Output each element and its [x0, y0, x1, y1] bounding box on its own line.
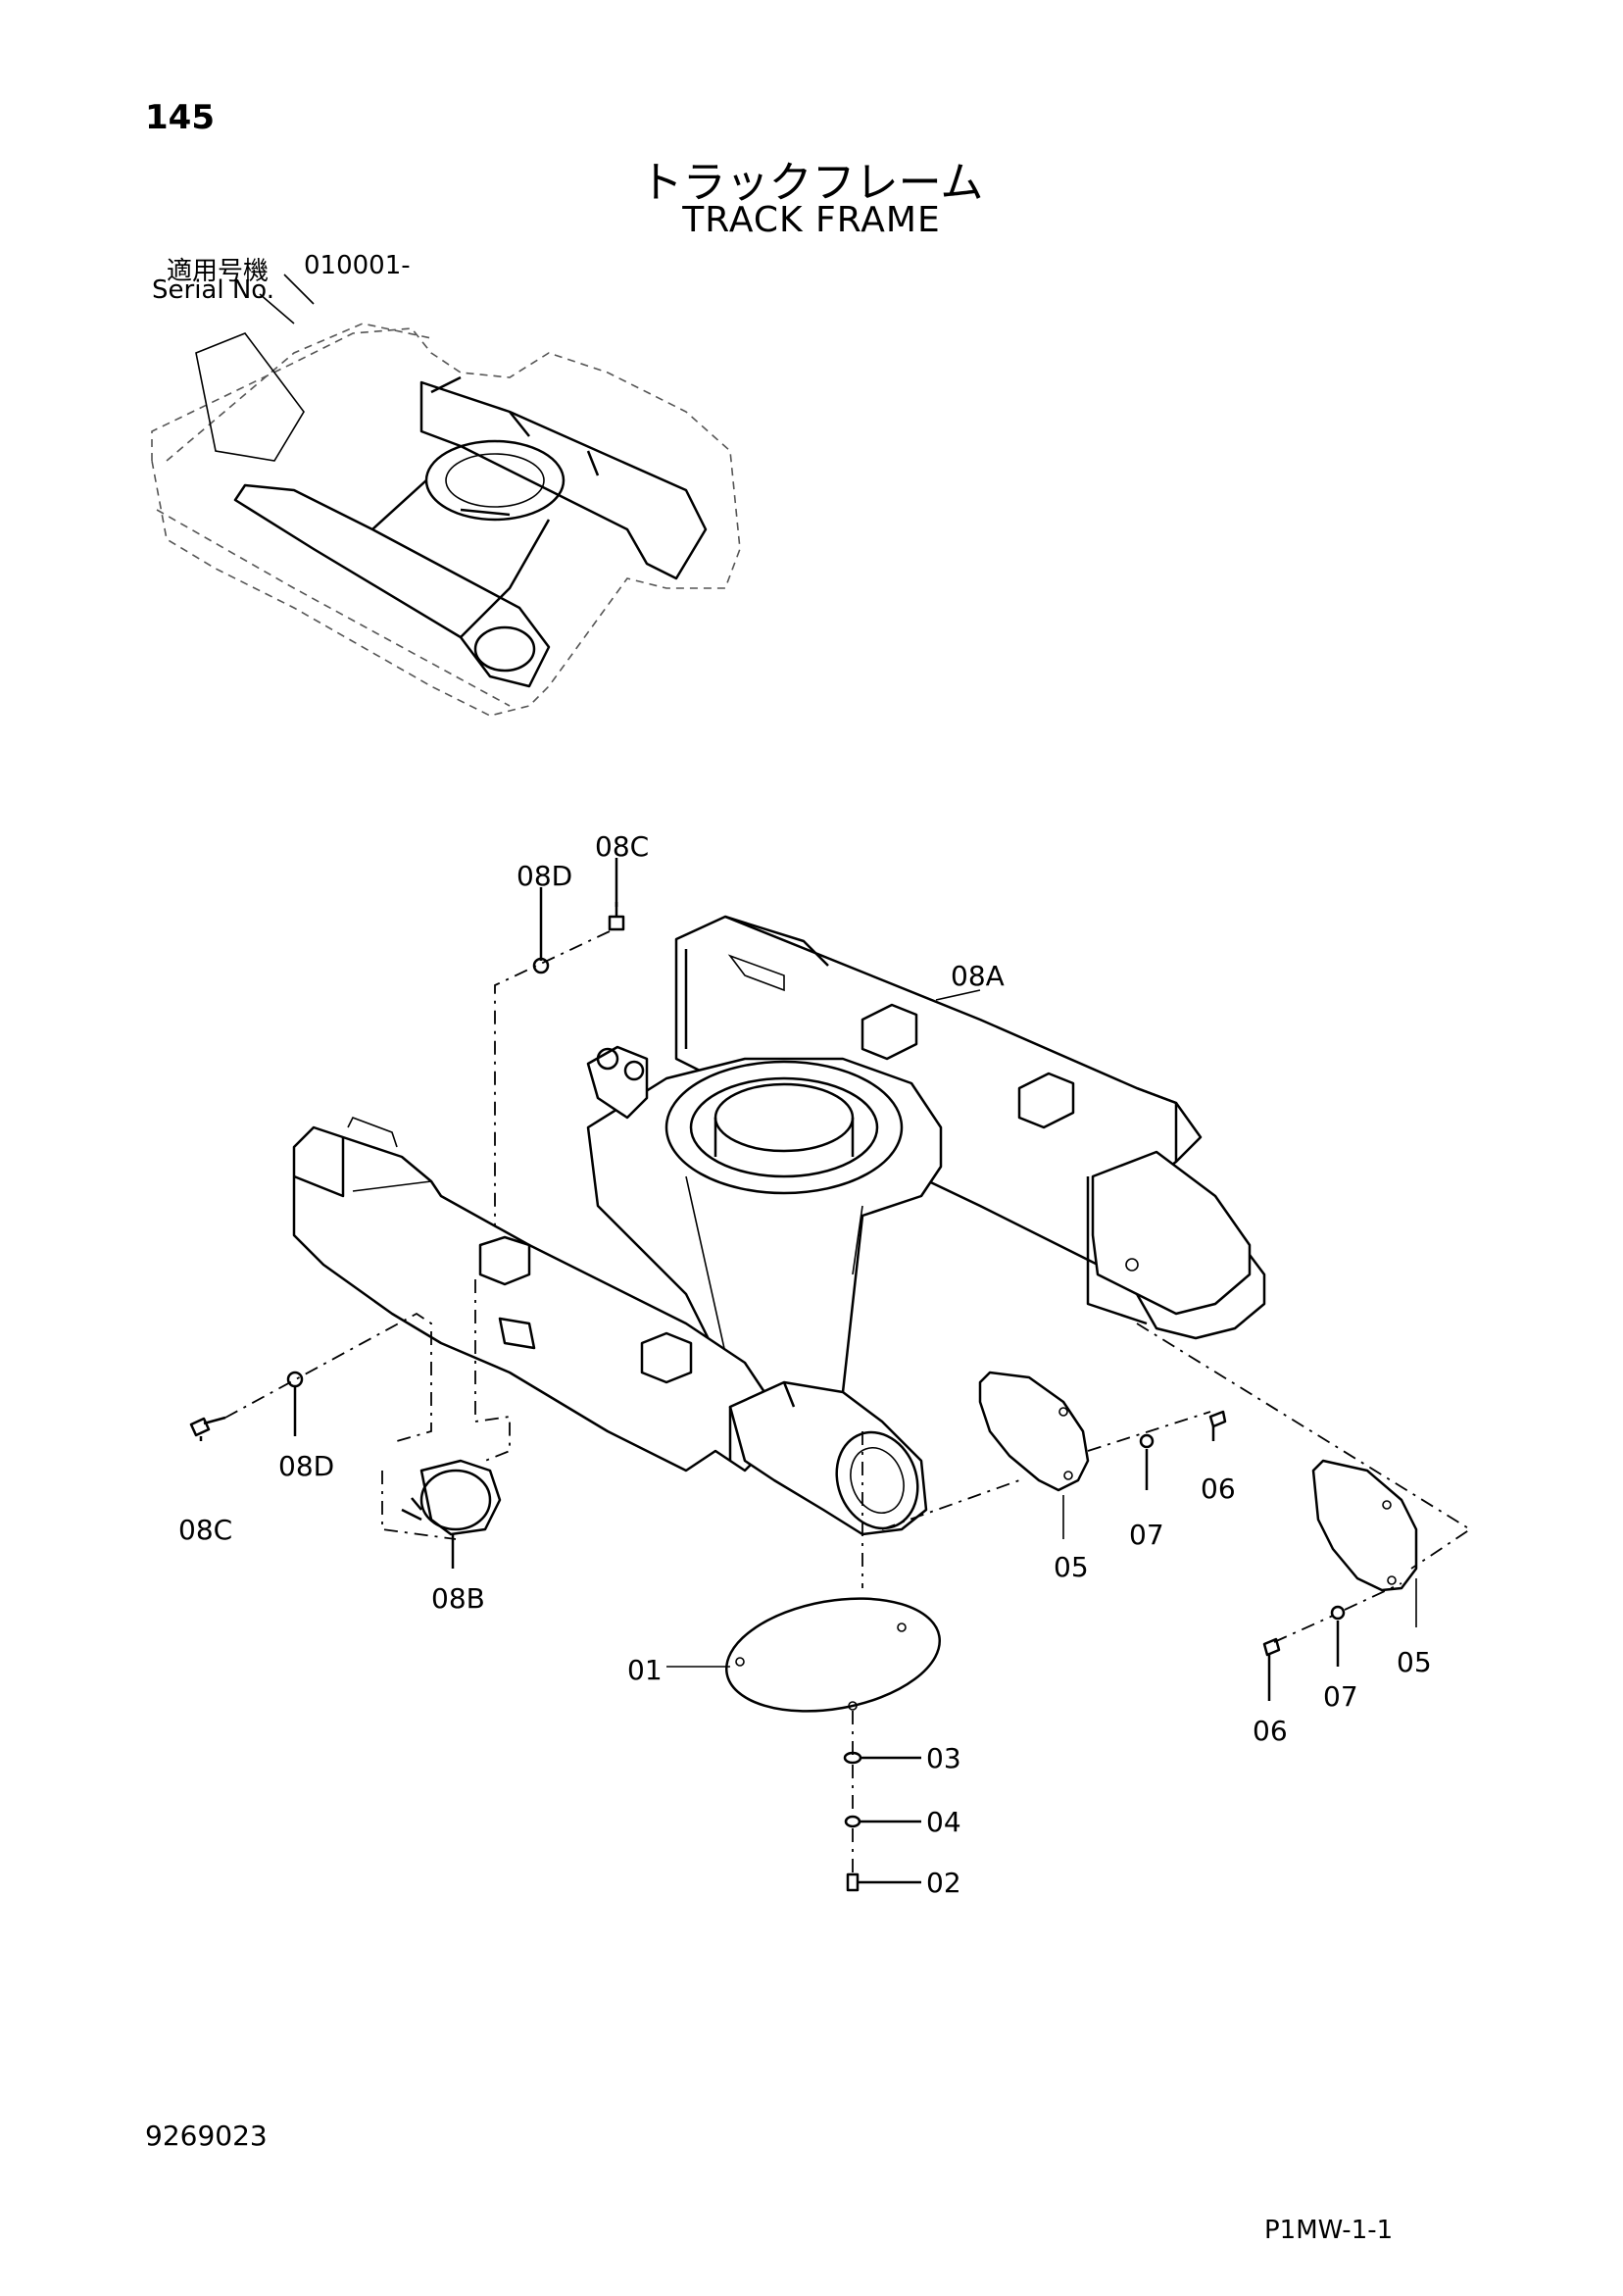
- callout-01: 01: [627, 1654, 663, 1686]
- callout-05-right: 05: [1397, 1646, 1432, 1678]
- callout-08a: 08A: [951, 960, 1005, 992]
- serial-label-japanese: 適用号機: [167, 257, 270, 286]
- page-code: P1MW-1-1: [1264, 2216, 1394, 2245]
- callout-06-mid: 06: [1201, 1472, 1236, 1505]
- serial-label: Serial No.: [152, 275, 274, 305]
- callout-08c-left: 08C: [178, 1514, 232, 1546]
- bolt-08c-08d-left: [189, 1279, 511, 1462]
- serial-number-value: 010001-: [304, 251, 411, 280]
- cover-05-mid-shape: [881, 1371, 1211, 1530]
- callout-05-mid: 05: [1054, 1551, 1089, 1583]
- bolt-08c-08d-top: [494, 858, 625, 1225]
- page-title-japanese: トラックフレーム: [639, 158, 984, 208]
- callout-08d-left: 08D: [278, 1450, 334, 1482]
- track-frame-main: [292, 915, 1266, 1588]
- track-roller-08b: [381, 1459, 502, 1569]
- cover-05-right-shape: [1136, 1323, 1472, 1592]
- callout-02: 02: [926, 1867, 961, 1899]
- callout-08d-top: 08D: [516, 860, 572, 892]
- bolt-06-07: [1139, 1410, 1402, 1701]
- callout-06-right: 06: [1253, 1715, 1288, 1747]
- leader-lines: [666, 989, 1417, 1668]
- drawing-number: 9269023: [145, 2120, 268, 2152]
- callout-07-mid: 07: [1129, 1519, 1164, 1551]
- overview-inset: [151, 274, 741, 717]
- bolt-stack-02-03-04: [843, 1751, 921, 1892]
- cover-01-shape: [725, 1597, 941, 1755]
- callout-04: 04: [926, 1806, 961, 1838]
- callout-03: 03: [926, 1742, 961, 1774]
- page-number: 145: [145, 98, 215, 137]
- callout-07-right: 07: [1323, 1680, 1358, 1713]
- callout-08c-top: 08C: [595, 830, 649, 863]
- page-title: TRACK FRAME: [682, 200, 941, 240]
- callout-08b: 08B: [431, 1582, 485, 1615]
